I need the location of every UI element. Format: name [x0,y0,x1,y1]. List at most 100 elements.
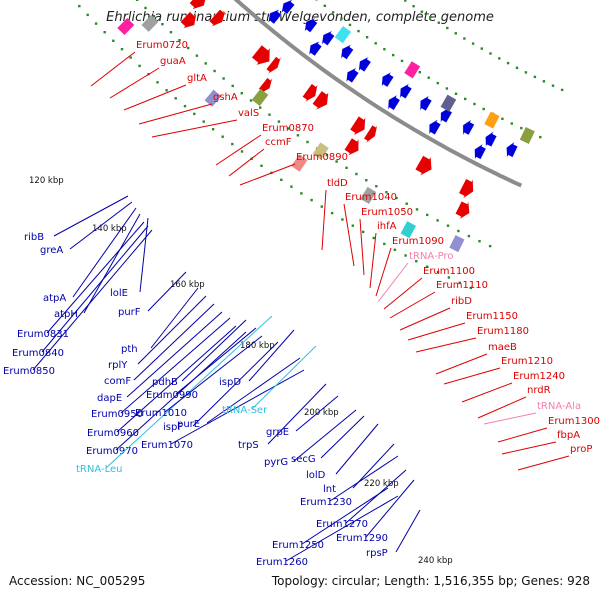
reverse-gene-label: Erum0950 [91,409,143,420]
reverse-gene-arrow [387,94,401,111]
gc-ring-3 [404,0,564,92]
reverse-leader-line [150,287,199,349]
gc-tick [469,286,472,290]
gc-tick [458,281,461,284]
gc-tick [365,36,369,39]
reverse-gene-label: Erum0840 [12,348,64,359]
reverse-leader-line [69,201,133,250]
reverse-leader-line [126,311,223,398]
reverse-leader-line [83,213,141,314]
gc-tick [174,97,177,100]
gc-tick [480,47,483,50]
category-box [334,25,352,44]
forward-gene-label: valS [238,108,259,119]
reverse-gene-label: Erum0850 [3,366,55,377]
reverse-leader-line [120,317,231,414]
reverse-leader-line [295,395,339,432]
gc-tick [231,142,234,146]
gc-tick [156,81,159,84]
gc-tick [404,0,407,2]
forward-gene-label: ccmF [265,137,292,148]
reverse-leader-line [181,319,247,382]
forward-gene-label: Erum1100 [423,266,475,277]
gc-tick [331,11,335,14]
scale-tick-label: 200 kbp [304,408,339,418]
forward-gene-arrow [349,115,366,137]
gc-tick [533,75,537,79]
forward-gene-label: Erum1050 [361,207,413,218]
gc-tick [412,5,415,8]
gc-tick [183,104,187,108]
reverse-gene-arrow [419,95,433,112]
category-box [141,14,159,32]
gc-tick [213,69,216,73]
reverse-leader-line [320,415,365,459]
forward-gene-label: tRNA-Ala [537,401,581,412]
gc-tick [457,229,460,233]
reverse-gene-arrow [462,118,475,137]
forward-leader-line [383,277,423,310]
reverse-gene-label: comF [104,376,131,387]
forward-gene-label: Erum0720 [136,40,188,51]
category-box [251,88,269,106]
gc-tick [482,107,485,111]
forward-gene-label: tRNA-Pro [409,251,453,262]
gc-tick [178,39,181,42]
gc-tick [138,64,141,68]
gc-tick [471,42,475,45]
reverse-gene-label: ribB [24,232,44,243]
gc-tick [374,42,377,45]
reverse-leader-line [46,221,145,334]
gc-tick [240,150,244,153]
reverse-gene-label: purE [177,419,200,430]
reverse-gene-label: tRNA-Ser [222,405,268,416]
reverse-gene-label: Erum0990 [146,390,198,401]
genome-summary: Topology: circular; Length: 1,516,355 bp… [271,574,590,588]
gc-tick [425,265,429,268]
gc-tick [355,172,358,176]
forward-gene-arrow [302,83,318,103]
category-box [204,89,222,107]
reverse-leader-line [192,341,279,427]
gc-tick [268,113,271,116]
gc-tick [478,240,481,243]
forward-gene-label: ribD [451,296,472,307]
forward-leader-line [375,247,392,297]
gc-tick [372,236,375,240]
gc-tick [129,56,132,59]
reverse-gene-label: lolD [306,470,326,481]
reverse-leader-line [293,409,357,462]
category-box [291,154,308,172]
reverse-gene-arrow [304,17,318,33]
forward-leader-line [501,441,557,455]
gc-tick [340,17,343,20]
gc-tick [446,224,450,227]
gc-tick [193,112,196,116]
gc-tick [383,242,386,246]
forward-gene-label: nrdR [527,385,551,396]
gc-tick [310,198,313,202]
reverse-gene-arrow [358,56,372,73]
forward-gene-label: Erum0870 [262,123,314,134]
reverse-gene-label: Erum1270 [316,519,368,530]
gc-tick [392,53,395,57]
gc-tick [259,106,262,109]
gc-tick [524,71,528,74]
reverse-leader-line [329,455,399,502]
gc-tick [488,244,492,248]
gc-tick [420,10,424,13]
reverse-gene-arrow [267,8,282,25]
gc-tick [539,135,542,139]
category-box [312,142,329,160]
forward-leader-line [443,367,501,385]
reverse-leader-line [116,325,237,433]
scale-tick-label: 240 kbp [418,556,453,566]
forward-gene-arrow [180,11,197,29]
reverse-gene-label: tRNA-Leu [76,464,122,475]
gc-tick [375,185,378,188]
reverse-leader-line [53,195,129,237]
forward-labels: Erum0720guaAgltAgshAvalSErum0870ccmFErum… [90,40,600,471]
reverse-leader-line [139,217,149,293]
